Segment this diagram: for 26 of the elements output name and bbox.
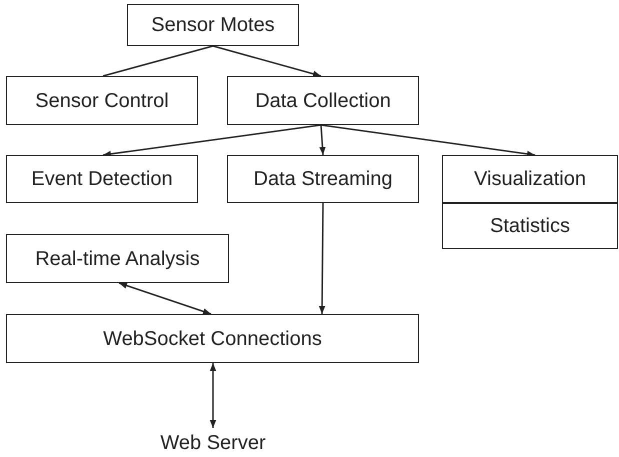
arrow xyxy=(102,124,322,158)
box-label: Visualization xyxy=(474,168,586,190)
process-box xyxy=(6,76,198,125)
box-label: Data Collection xyxy=(255,90,391,112)
box-label: Statistics xyxy=(490,215,570,237)
box-label: Real-time Analysis xyxy=(35,248,200,270)
arrow xyxy=(319,124,326,156)
arrow xyxy=(118,282,212,315)
box-label: Sensor Motes xyxy=(151,14,275,36)
arrow xyxy=(212,45,322,77)
process-box xyxy=(227,155,419,203)
process-box xyxy=(442,155,618,203)
process-box xyxy=(442,202,618,249)
process-box xyxy=(227,76,419,125)
box-label: Sensor Control xyxy=(35,90,169,112)
box-label: WebSocket Connections xyxy=(103,328,322,350)
process-box xyxy=(127,4,299,46)
arrow xyxy=(210,363,216,428)
node-label: Web Server xyxy=(160,432,266,454)
box-label: Event Detection xyxy=(31,168,173,190)
process-box xyxy=(6,155,198,203)
arrow xyxy=(318,203,326,314)
box-label: Data Streaming xyxy=(254,168,392,190)
arrow xyxy=(320,124,536,158)
process-box xyxy=(6,234,229,283)
process-box xyxy=(6,314,419,363)
